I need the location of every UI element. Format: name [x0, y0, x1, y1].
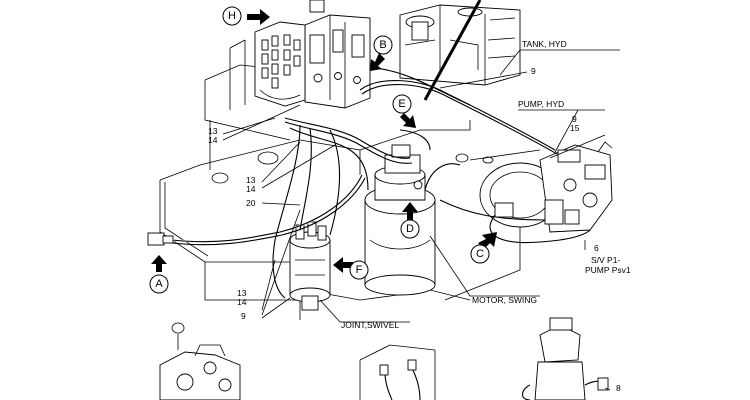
number-14-left: 14	[208, 135, 218, 145]
label-tank-hyd: TANK, HYD	[522, 39, 567, 49]
hose-routes	[171, 67, 591, 299]
callout-h-label: H	[228, 10, 236, 22]
arrow-e	[400, 113, 416, 128]
callout-e: E	[392, 94, 412, 114]
swivel-joint	[289, 221, 331, 311]
swing-motor	[364, 144, 436, 296]
callout-b-label: B	[379, 39, 386, 51]
number-8: 8	[616, 383, 621, 393]
callout-d: D	[400, 219, 420, 239]
callout-d-label: D	[406, 223, 414, 235]
arrow-f	[333, 257, 353, 273]
callout-b: B	[373, 35, 393, 55]
arrow-d	[402, 202, 418, 220]
dipstick	[423, 0, 482, 101]
callout-c: C	[470, 244, 490, 264]
number-9-top: 9	[531, 66, 536, 76]
arrow-h	[247, 9, 270, 25]
number-9-pump: 9	[572, 114, 577, 124]
fitting-a	[147, 232, 174, 246]
callout-c-label: C	[476, 248, 484, 260]
number-9-low: 9	[241, 311, 246, 321]
number-13-low: 13	[237, 288, 247, 298]
number-20: 20	[246, 198, 256, 208]
callout-f: F	[349, 260, 369, 280]
callout-f-label: F	[356, 264, 363, 276]
label-joint-swivel: JOINT,SWIVEL	[341, 320, 399, 330]
arrow-b	[370, 53, 385, 71]
hydraulic-tank	[399, 4, 521, 86]
callout-h: H	[222, 6, 242, 26]
number-15-pump: 15	[570, 123, 580, 133]
label-pump-psv1: PUMP Psv1	[585, 265, 631, 275]
callout-a-label: A	[155, 278, 163, 290]
arrow-c	[478, 232, 497, 249]
callout-a: A	[149, 274, 169, 294]
number-13-mid: 13	[246, 175, 256, 185]
label-pump-hyd: PUMP, HYD	[518, 99, 564, 109]
leader-lines	[222, 49, 620, 391]
detail-view-right	[521, 317, 609, 400]
number-14-low: 14	[237, 297, 247, 307]
arrows	[151, 9, 497, 273]
detail-view-left	[159, 322, 241, 400]
number-14-mid: 14	[246, 184, 256, 194]
hydraulic-pump	[479, 141, 613, 233]
label-sv-p1: S/V P1-	[591, 255, 620, 265]
solenoid-valve-stack	[254, 21, 306, 107]
number-6: 6	[594, 243, 599, 253]
callout-e-label: E	[398, 98, 405, 110]
arrow-a	[151, 255, 167, 272]
detail-view-middle	[359, 344, 436, 400]
control-valve-block	[304, 0, 371, 109]
number-13-left: 13	[208, 126, 218, 136]
label-motor-swing: MOTOR, SWING	[472, 295, 537, 305]
